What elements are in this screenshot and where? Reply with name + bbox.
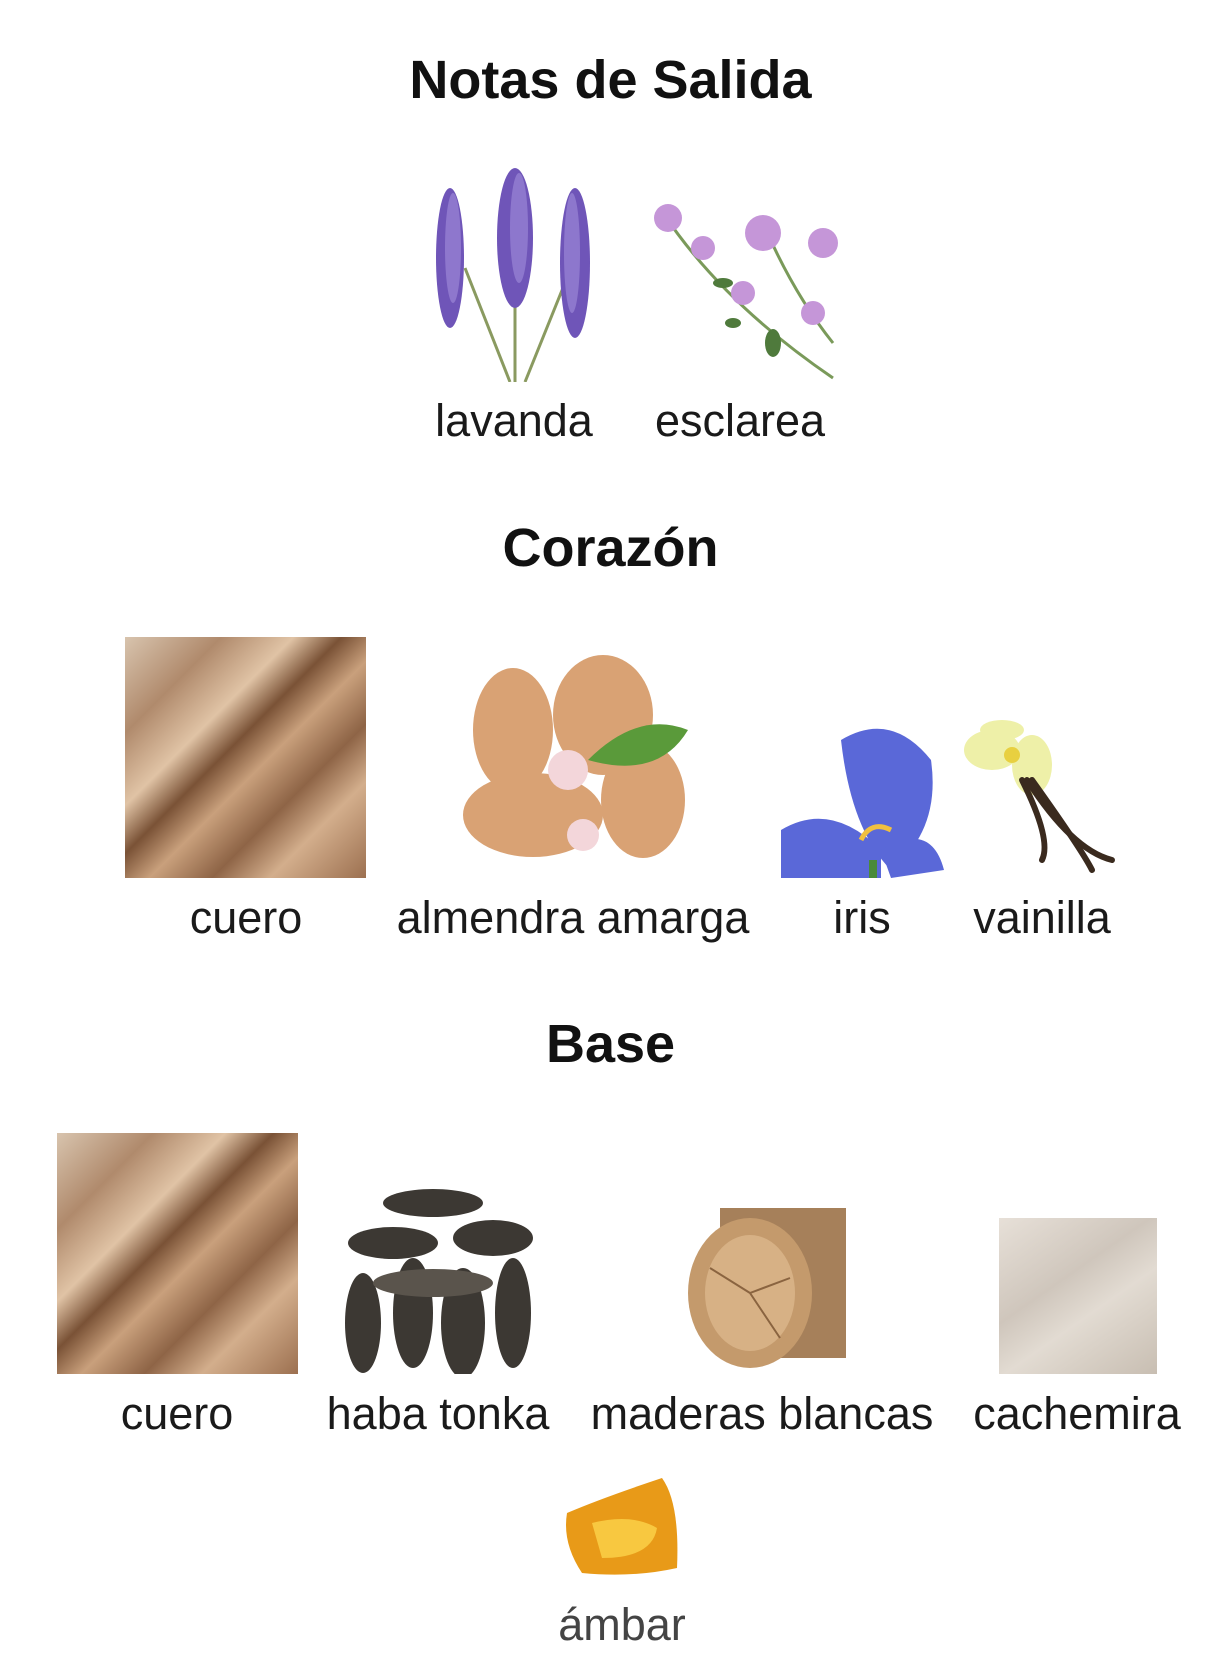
section-title-top-notes: Notas de Salida <box>409 50 812 110</box>
amber-image <box>562 1473 683 1580</box>
note-label: esclarea <box>654 395 826 446</box>
section-title-base-notes: Base <box>545 1014 676 1074</box>
clary-sage-image <box>643 193 841 382</box>
iris-image <box>781 720 944 878</box>
note-label: iris <box>833 892 891 943</box>
leather-image <box>57 1133 298 1374</box>
section-title-heart-notes: Corazón <box>502 518 719 578</box>
tonka-bean-image <box>343 1183 533 1374</box>
lavender-image <box>415 168 615 382</box>
note-label: cachemira <box>973 1388 1181 1439</box>
vanilla-image <box>962 720 1122 878</box>
note-label: maderas blancas <box>590 1388 934 1439</box>
note-label: lavanda <box>435 395 593 446</box>
note-label: vainilla <box>973 892 1111 943</box>
note-label: cuero <box>120 1388 234 1439</box>
note-label: ámbar <box>558 1599 686 1650</box>
leather-image <box>125 637 366 878</box>
cashmere-image <box>999 1218 1157 1374</box>
bitter-almond-image <box>458 650 691 862</box>
note-label: cuero <box>189 892 303 943</box>
white-woods-image <box>680 1208 846 1371</box>
note-label: almendra amarga <box>396 892 750 943</box>
note-label: haba tonka <box>326 1388 550 1439</box>
